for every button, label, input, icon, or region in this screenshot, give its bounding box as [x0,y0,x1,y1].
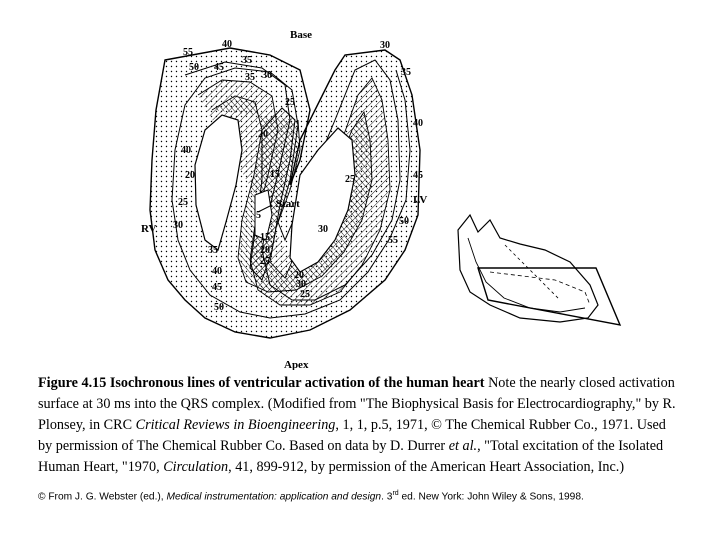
lv-label: LV [413,194,427,206]
source-citation: © From J. G. Webster (ed.), Medical inst… [38,490,698,502]
isochrone-label: 55 [388,235,398,246]
isochrone-label: 30 [173,220,183,231]
isochrone-label: 20 [258,129,268,140]
isochrone-label: 20 [260,245,270,256]
isochrone-label: 5 [256,210,261,221]
citation-suffix: ed. New York: John Wiley & Sons, 1998. [399,491,584,502]
isochrone-label: 30 [318,224,328,235]
figure-caption: Figure 4.15 Isochronous lines of ventric… [38,373,678,478]
isochrone-label: 40 [222,39,232,50]
caption-text: , 41, 899-912, by permission of the Amer… [228,459,624,475]
isochrone-label: 25 [300,289,310,300]
citation-book-title: Medical instrumentation: application and… [166,491,381,502]
isochrone-label: 40 [413,118,423,129]
isochrone-label: 45 [413,170,423,181]
isochrone-label: 45 [214,62,224,73]
base-label: Base [290,29,312,41]
apex-label: Apex [284,359,309,370]
rv-label: RV [141,223,157,235]
isochrone-label: 55 [183,47,193,58]
caption-journal: Critical Reviews in Bioengineering [136,417,336,433]
heart-orientation-sketch [458,215,620,325]
caption-etal: et al. [449,438,477,454]
isochrone-label: 15 [270,169,280,180]
citation-mid: . 3 [381,491,392,502]
isochrone-label: 35 [401,67,411,78]
ventricle-walls [150,48,420,338]
isochrone-label: 30 [262,70,272,81]
citation-prefix: © From J. G. Webster (ed.), [38,491,166,502]
isochrone-label: 35 [245,72,255,83]
isochrone-label: 25 [345,174,355,185]
isochrone-label: 20 [185,170,195,181]
isochrone-label: 15 [260,232,270,243]
isochrone-label: 40 [212,266,222,277]
isochrone-label: 25 [178,197,188,208]
heart-isochrone-diagram: Base Apex Start RV LV 55 40 50 45 35 30 … [0,0,720,370]
isochrone-label: 35 [242,55,252,66]
isochrone-label: 30 [296,279,306,290]
isochrone-label: 25 [260,256,270,267]
caption-journal: Circulation [163,459,228,475]
isochrone-label: 50 [189,62,199,73]
isochrone-label: 35 [208,245,218,256]
isochrone-label: 25 [285,97,295,108]
start-label: Start [276,198,300,210]
isochrone-label: 50 [214,302,224,313]
isochrone-label: 50 [399,216,409,227]
isochrone-label: 45 [212,282,222,293]
caption-title: Figure 4.15 Isochronous lines of ventric… [38,375,485,391]
isochrone-label: 30 [380,40,390,51]
isochrone-label: 40 [181,145,191,156]
